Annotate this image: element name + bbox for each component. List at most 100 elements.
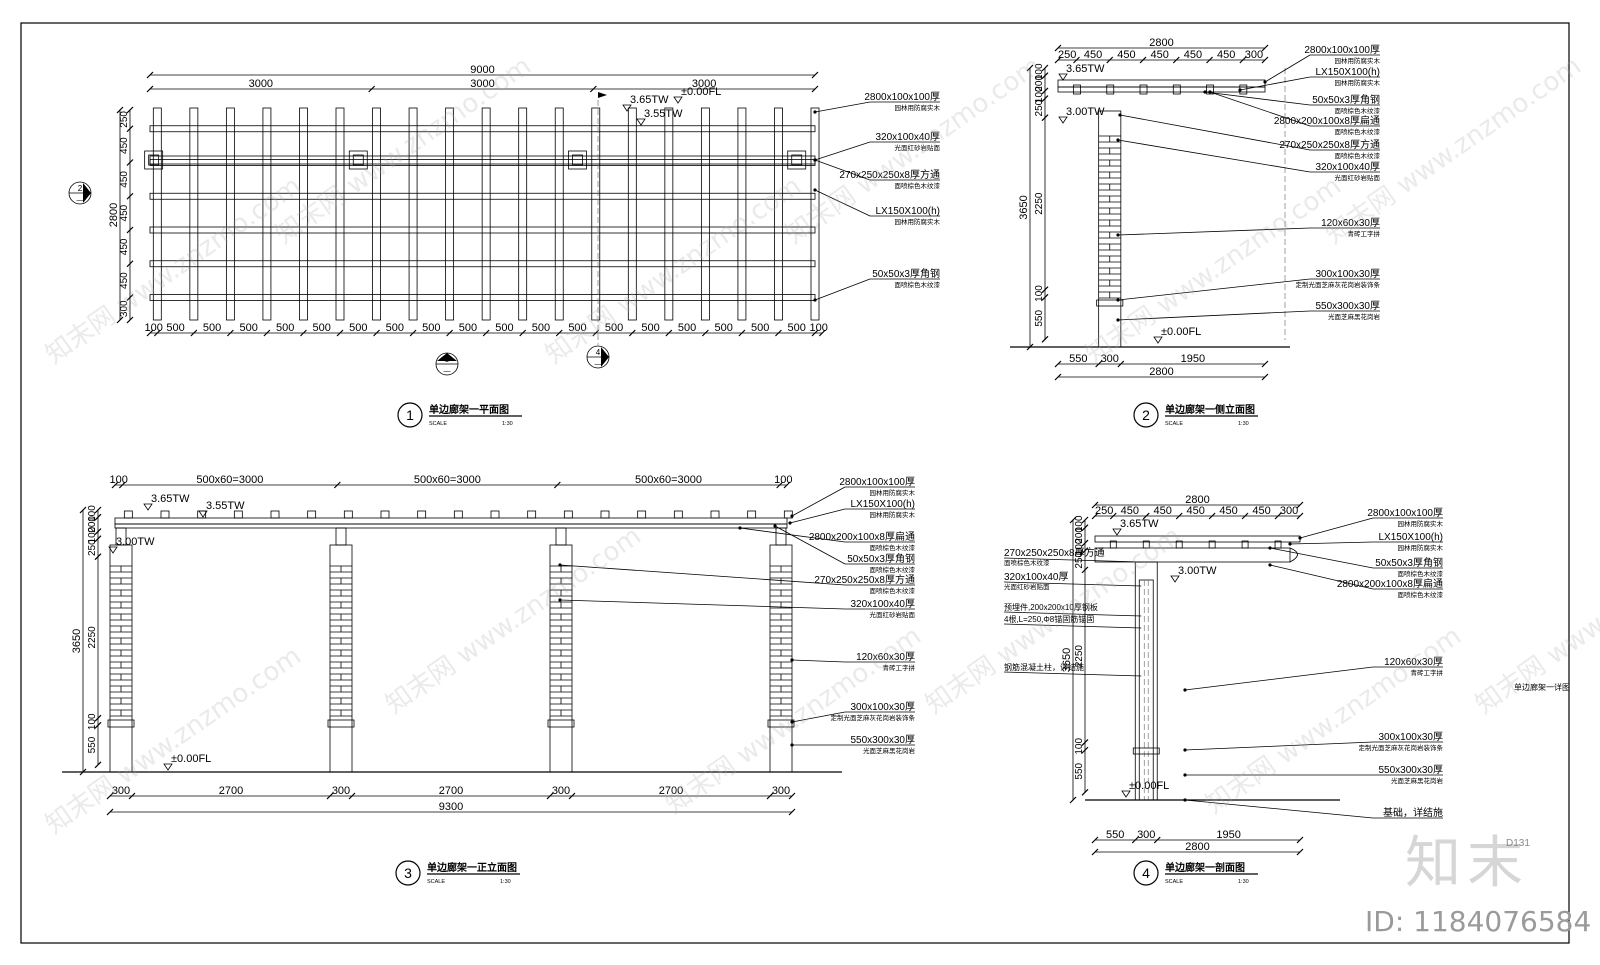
- callout-sub: 光面红砂岩贴面: [1335, 173, 1381, 182]
- callout-leader: [1204, 91, 1311, 106]
- dim-label: 450: [1084, 49, 1102, 61]
- section-callout: 50x50x3厚角钢: [1375, 556, 1443, 569]
- dim-label: 500: [605, 322, 623, 334]
- front-column-head: [115, 527, 127, 546]
- leader-dot: [558, 563, 562, 567]
- dim-tick: [665, 329, 673, 337]
- dim-tick: [348, 792, 356, 800]
- side-level-floor: ±0.00FL: [1161, 326, 1201, 338]
- dim-label: 300: [1137, 829, 1155, 841]
- dim-tick: [1041, 64, 1049, 72]
- plan-flag: [598, 92, 607, 98]
- dim-label: 100: [87, 526, 98, 543]
- dim-tick: [111, 481, 119, 489]
- callout-sub: 面喷棕色木纹漆: [895, 181, 941, 190]
- view-number: 4: [1142, 865, 1150, 881]
- sheet-code: D131: [1506, 838, 1530, 849]
- front-column-head: [335, 527, 347, 546]
- front-callout: 270x250x250x8厚方通: [814, 573, 915, 586]
- view-scale: 1:30: [1238, 879, 1249, 885]
- dim-label: 550: [87, 736, 98, 753]
- section-callout: LX150X100(h): [1379, 532, 1444, 543]
- section-slat: [1109, 540, 1117, 549]
- side-slat: [1206, 84, 1214, 95]
- section-left-label: 预埋件,200x200x10厚钢板: [1004, 602, 1098, 612]
- dim-tick: [333, 481, 341, 489]
- section-left-label: 4根,L=250,Φ8锚固筋锚固: [1004, 614, 1094, 624]
- callout-sub: 园林用防腐实木: [870, 488, 916, 497]
- dim-tick: [1296, 836, 1304, 844]
- callout-leader: [814, 189, 871, 217]
- dim-tick: [1239, 56, 1247, 64]
- section-level-column: 3.00TW: [1178, 565, 1217, 577]
- side-callout: 300x100x30厚: [1316, 268, 1381, 280]
- front-column-band: [767, 719, 795, 728]
- dim-tick: [1041, 87, 1049, 95]
- dim-tick: [126, 294, 134, 301]
- view-title: 单边廊架一侧立面图: [1165, 403, 1255, 416]
- dim-tick: [1095, 360, 1103, 368]
- dim-label: 300: [1280, 505, 1298, 517]
- front-rafter-block: [527, 510, 537, 519]
- callout-sub: 青砖工字拼: [1348, 229, 1381, 238]
- side-column-band: [1096, 299, 1124, 307]
- section-mark-arrow: [83, 183, 91, 203]
- plan-rafter: [408, 107, 418, 321]
- plan-rafter: [591, 107, 601, 321]
- section-mark-arrow: [601, 347, 609, 367]
- dim-label: 2700: [219, 785, 243, 797]
- callout-sub: 面喷棕色木纹漆: [1398, 590, 1444, 599]
- dim-label: 550: [1069, 353, 1087, 365]
- leader-dot: [1208, 90, 1212, 94]
- callout-sub: 面喷棕色木纹漆: [1335, 151, 1381, 160]
- section-callout: 2800x100x100厚: [1367, 507, 1443, 519]
- section-left-leader: [1003, 611, 1142, 617]
- dim-label: 500x60=3000: [414, 474, 481, 486]
- leader-dot: [1116, 318, 1120, 322]
- section-mark-dash: —: [595, 361, 602, 368]
- section-left-label: 320x100x40厚: [1004, 571, 1069, 583]
- callout-leader: [1239, 76, 1311, 91]
- leader-dot: [1238, 88, 1242, 92]
- leader-dot: [790, 743, 794, 747]
- callout-sub: 园林用防腐实木: [1398, 543, 1444, 552]
- dim-label: 300: [552, 785, 570, 797]
- dim-tick: [1026, 64, 1034, 72]
- level-triangle: [1153, 336, 1163, 344]
- dim-label: 250: [1095, 505, 1113, 517]
- callout-sub: 光面芝麻黑花岗岩: [863, 746, 916, 755]
- plan-rafter: [189, 107, 199, 321]
- plan-level-floor: ±0.00FL: [681, 86, 721, 98]
- dim-label: 250: [119, 111, 130, 128]
- section-left-leader: [1003, 671, 1142, 677]
- side-callout: 2800x100x100厚: [1304, 44, 1380, 56]
- callout-sub: 青砖工字拼: [883, 663, 916, 672]
- dim-label: 2250: [87, 626, 98, 649]
- dim-tick: [811, 329, 819, 337]
- dim-label: 300: [1245, 49, 1263, 61]
- plan-rafter: [774, 107, 783, 321]
- leader-dot: [1268, 563, 1272, 567]
- dim-label: 500: [532, 322, 550, 334]
- dim-label: 300: [119, 300, 130, 317]
- dim-label: 3000: [470, 78, 494, 90]
- dim-tick: [1026, 343, 1034, 351]
- dim-tick: [1081, 566, 1089, 574]
- view-title: 单边廊架一平面图: [429, 403, 509, 416]
- callout-leader: [1117, 227, 1311, 236]
- front-rafter-block: [343, 510, 353, 519]
- dim-label: 500: [714, 322, 732, 334]
- front-rafter-block: [270, 510, 280, 519]
- level-triangle: [1112, 528, 1122, 536]
- section-callout: 2800x200x100x8厚扁通: [1337, 577, 1443, 590]
- front-level-top: 3.65TW: [151, 493, 190, 505]
- callout-leader: [791, 711, 846, 723]
- dim-label: 2700: [439, 785, 463, 797]
- dim-tick: [519, 329, 527, 337]
- front-rafter-block: [453, 510, 463, 519]
- front-callout: LX150X100(h): [851, 499, 916, 510]
- dim-tick: [1261, 56, 1269, 64]
- dim-tick: [368, 85, 376, 93]
